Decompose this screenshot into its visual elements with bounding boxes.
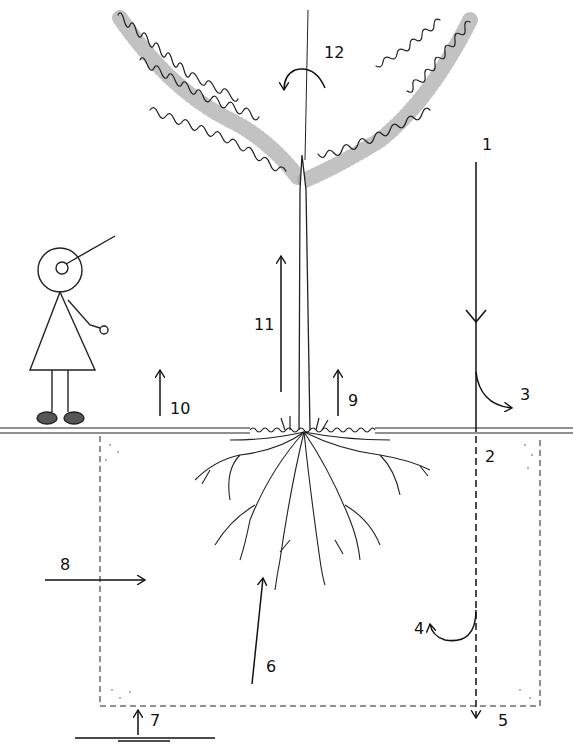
callout-number: 9 bbox=[346, 392, 360, 410]
callout-number: 6 bbox=[264, 658, 278, 676]
soil-stipple bbox=[105, 444, 533, 699]
callout-number: 8 bbox=[58, 556, 72, 574]
callout-number: 1 bbox=[480, 136, 494, 154]
ground-line bbox=[0, 416, 573, 433]
tree-trunk bbox=[299, 155, 310, 430]
callout-number: 12 bbox=[322, 44, 346, 62]
soil-block bbox=[100, 436, 540, 706]
tree-roots bbox=[195, 432, 430, 590]
callout-number: 7 bbox=[148, 712, 162, 730]
centre-line bbox=[305, 10, 308, 160]
callout-number: 3 bbox=[518, 386, 532, 404]
canopy bbox=[118, 13, 470, 180]
callout-number: 10 bbox=[168, 400, 192, 418]
callout-number: 5 bbox=[496, 712, 510, 730]
flow-arrows bbox=[45, 69, 512, 741]
callout-number: 4 bbox=[412, 620, 426, 638]
callout-number: 11 bbox=[252, 316, 276, 334]
person-figure bbox=[30, 236, 115, 424]
callout-number: 2 bbox=[483, 448, 497, 466]
